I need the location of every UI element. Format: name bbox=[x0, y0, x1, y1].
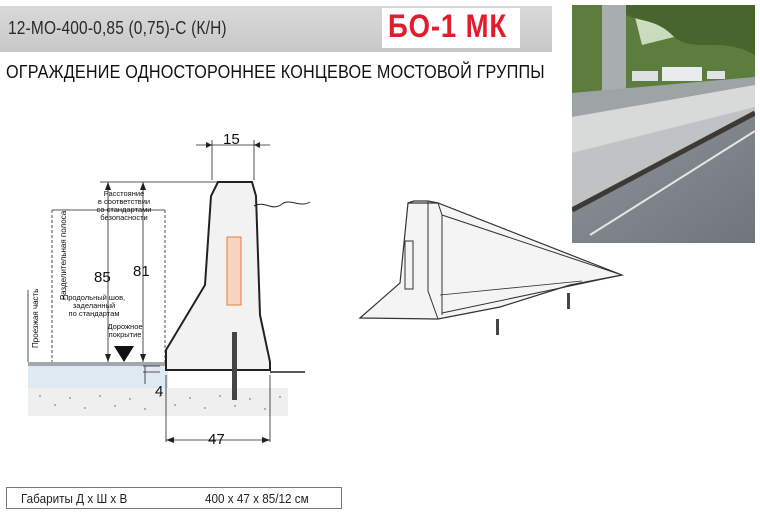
svg-text:в соответствии: в соответствии bbox=[98, 197, 150, 206]
svg-text:по стандартам: по стандартам bbox=[69, 309, 120, 318]
svg-text:со стандартами: со стандартами bbox=[97, 205, 152, 214]
dim-85: 85 bbox=[94, 269, 111, 286]
dim-bottom: 47 bbox=[208, 431, 225, 448]
svg-text:покрытие: покрытие bbox=[109, 330, 142, 339]
model-name: БО-1 МК bbox=[388, 8, 508, 44]
barrier-photo bbox=[572, 5, 755, 243]
product-code: 12-МО-400-0,85 (0,75)-С (К/Н) bbox=[8, 18, 227, 38]
isometric-view bbox=[358, 200, 625, 335]
gravel-base bbox=[28, 388, 288, 416]
cross-section-drawing: 15 85 81 4 47 Проезжая часть Разделитель… bbox=[27, 131, 311, 448]
page-title: ОГРАЖДЕНИЕ ОДНОСТОРОННЕЕ КОНЦЕВОЕ МОСТОВ… bbox=[6, 62, 545, 82]
model-panel bbox=[382, 8, 520, 48]
label-carriageway: Проезжая часть bbox=[31, 289, 40, 348]
svg-text:Расстояние: Расстояние bbox=[104, 189, 145, 198]
barrier-profile bbox=[165, 181, 271, 371]
note-seam: Продольный шов, заделанный по стандартам bbox=[63, 293, 125, 318]
svg-text:Продольный шов,: Продольный шов, bbox=[63, 293, 125, 302]
svg-text:заделанный: заделанный bbox=[73, 301, 115, 310]
dim-top: 15 bbox=[223, 131, 240, 148]
dimensions-label: Габариты Д х Ш х В bbox=[21, 491, 128, 506]
note-distance: Расстояние в соответствии со стандартами… bbox=[97, 189, 152, 222]
svg-text:безопасности: безопасности bbox=[100, 213, 147, 222]
note-road: Дорожное покрытие bbox=[107, 322, 142, 339]
dim-81: 81 bbox=[133, 263, 150, 280]
dimensions-box: Габариты Д х Ш х В 400 х 47 х 85/12 см bbox=[6, 487, 342, 509]
svg-text:Дорожное: Дорожное bbox=[107, 322, 142, 331]
road-marker-icon bbox=[114, 346, 134, 362]
dim-4: 4 bbox=[155, 383, 163, 400]
label-divider: Разделительная полоса bbox=[59, 210, 68, 300]
reflector bbox=[226, 236, 242, 306]
anchor-pin bbox=[232, 332, 237, 400]
dimensions-value: 400 х 47 х 85/12 см bbox=[205, 491, 309, 506]
